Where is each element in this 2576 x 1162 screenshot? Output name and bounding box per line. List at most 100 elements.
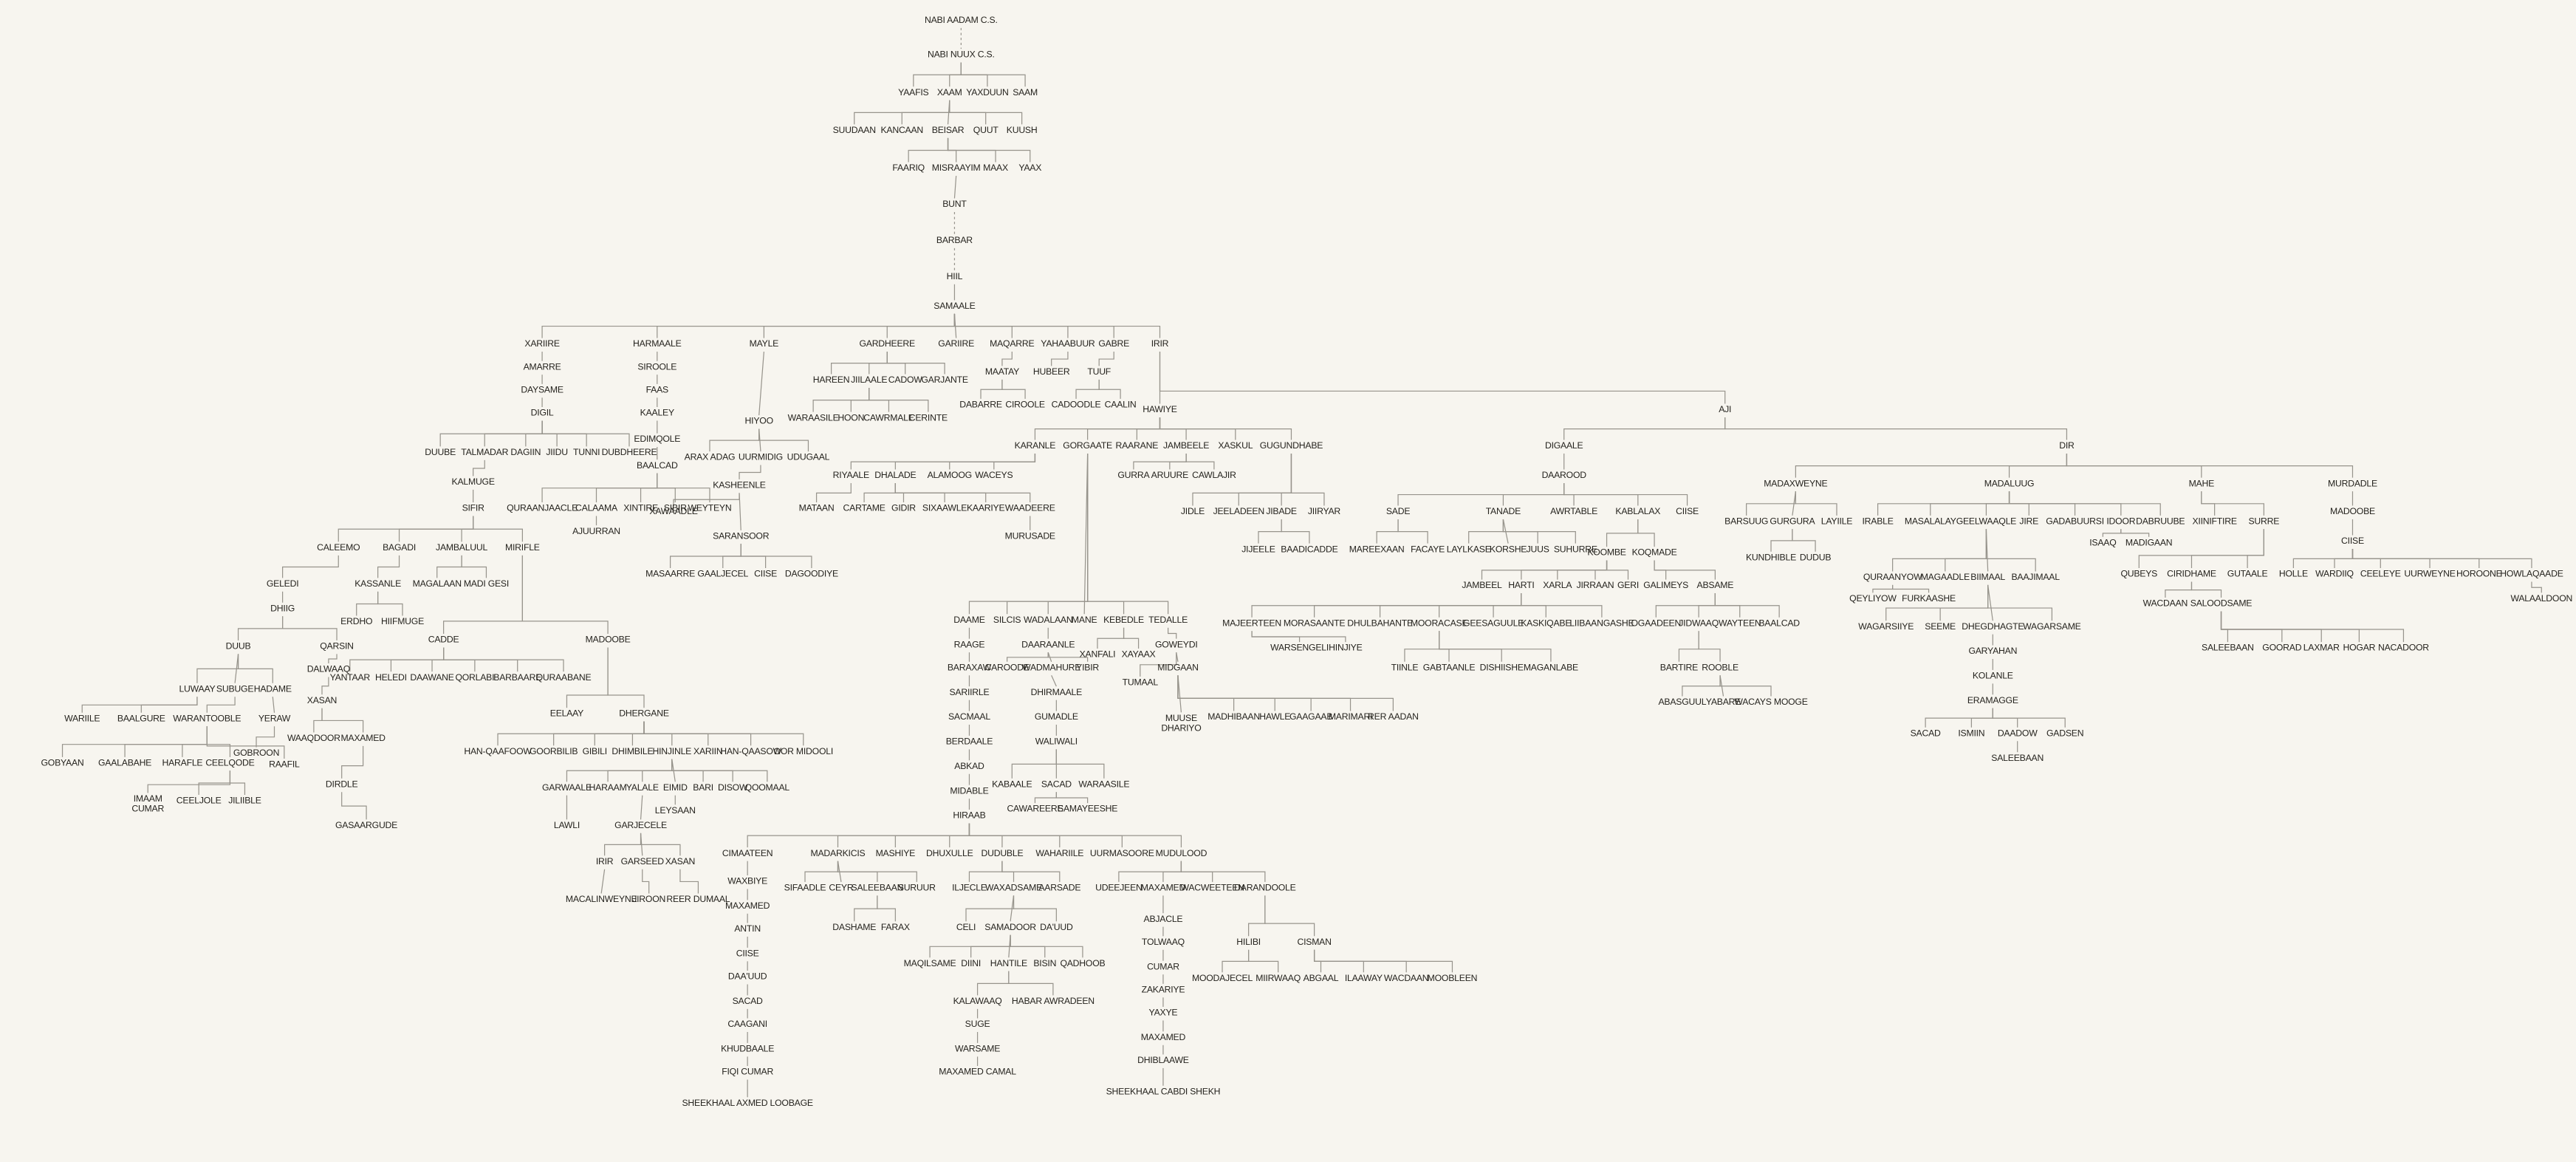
tree-node-yabare: YABARE bbox=[1705, 698, 1741, 708]
tree-node-karanle: KARANLE bbox=[1014, 442, 1056, 452]
tree-node-barsuug: BARSUUG bbox=[1724, 517, 1769, 527]
tree-node-garseed: GARSEED bbox=[620, 858, 665, 868]
tree-node-fiqi_cumar: FIQI CUMAR bbox=[722, 1067, 774, 1079]
tree-node-cadow: CADOW bbox=[888, 376, 922, 386]
tree-node-haraam: HARAAM bbox=[589, 783, 627, 794]
tree-edge-ciise4-howlaqaade bbox=[2351, 548, 2532, 569]
tree-node-mashiye: MASHIYE bbox=[875, 849, 916, 860]
tree-node-raafil: RAAFIL bbox=[269, 760, 300, 771]
tree-edge-xasan1-maxamed1 bbox=[321, 708, 364, 733]
tree-edge-duduble-aarsade bbox=[1001, 861, 1061, 882]
tree-node-dauud2: DA'UUD bbox=[1040, 923, 1073, 934]
tree-edge-daarood-ciise3 bbox=[1563, 483, 1688, 506]
tree-node-maxamed4: MAXAMED bbox=[1140, 1033, 1186, 1044]
tree-edge-darandoole-cisman bbox=[1264, 895, 1315, 937]
tree-edge-tanade-suhurre bbox=[1502, 519, 1576, 544]
tree-edge-kasheenle-saransoor bbox=[739, 493, 741, 530]
tree-node-dhuxulle: DHUXULLE bbox=[926, 849, 973, 860]
tree-edge-samadoor-qadhoob bbox=[1010, 934, 1083, 958]
tree-node-hadame: HADAME bbox=[253, 685, 292, 695]
tree-node-magalaan: MAGALAAN bbox=[412, 580, 462, 590]
tree-node-tuuf: TUUF bbox=[1087, 368, 1111, 378]
tree-node-gugundhabe: GUGUNDHABE bbox=[1259, 442, 1323, 452]
tree-node-koqmade: KOQMADE bbox=[1631, 548, 1677, 559]
tree-edge-hinjinle-qoomaal bbox=[671, 759, 768, 782]
tree-edge-madaluug-dabruube bbox=[2008, 491, 2161, 516]
tree-node-disow: DISOW bbox=[717, 783, 748, 794]
tree-node-silcis: SILCIS bbox=[993, 616, 1021, 626]
tree-node-jiilaale: JIILAALE bbox=[851, 376, 888, 386]
tree-edge-dirdle-gasaargude bbox=[341, 792, 367, 820]
tree-node-qubeys: QUBEYS bbox=[2120, 570, 2158, 581]
tree-node-mirifle: MIRIFLE bbox=[505, 544, 540, 554]
tree-node-xariin: XARIIN bbox=[693, 747, 723, 758]
tree-node-tumaal: TUMAAL bbox=[1122, 678, 1159, 688]
tree-edge-gurgura-dudub bbox=[1792, 529, 1816, 552]
tree-node-suruur: SURUUR bbox=[897, 884, 936, 894]
tree-node-wariile: WARIILE bbox=[64, 714, 100, 725]
tree-node-hawiye: HAWIYE bbox=[1143, 406, 1177, 416]
tree-edge-daaraanle-yibir bbox=[1047, 652, 1089, 662]
tree-node-wagarsiiye: WAGARSIIYE bbox=[1858, 622, 1914, 633]
tree-node-riyaale: RIYAALE bbox=[832, 471, 869, 482]
tree-node-horoone: HOROONE bbox=[2456, 570, 2502, 581]
tree-node-absame: ABSAME bbox=[1696, 581, 1734, 592]
tree-edge-gabre-tuuf bbox=[1098, 352, 1114, 366]
tree-node-irable: IRABLE bbox=[1862, 517, 1894, 527]
tree-node-irir2: IRIR bbox=[595, 858, 614, 868]
tree-node-hiraab: HIRAAB bbox=[953, 811, 986, 822]
tree-node-sacmaal: SACMAAL bbox=[948, 713, 990, 723]
tree-edge-dhiig-qarsin bbox=[282, 616, 338, 640]
tree-node-xasan1: XASAN bbox=[306, 697, 338, 707]
tree-node-madhibaan: MADHIBAAN bbox=[1208, 713, 1260, 723]
tree-edge-madarkicis-suruur bbox=[837, 861, 917, 882]
tree-node-daysame: DAYSAME bbox=[521, 386, 564, 396]
tree-node-caroode: CAROODE bbox=[984, 663, 1030, 674]
tree-node-quraanyow: QURAANYOW bbox=[1863, 573, 1922, 584]
tree-node-qoomaal: QOOMAAL bbox=[744, 783, 790, 794]
tree-edge-jambeele-cawlajir bbox=[1185, 453, 1215, 470]
tree-node-hareen: HAREEN bbox=[812, 376, 850, 386]
tree-node-awrtable: AWRTABLE bbox=[1550, 507, 1598, 518]
tree-node-yaax: YAAX bbox=[1018, 164, 1042, 174]
tree-node-kundhible: KUNDHIBLE bbox=[1745, 553, 1797, 564]
tree-node-daawane: DAAWANE bbox=[410, 673, 454, 684]
tree-node-kaskiqabe: KASKIQABE bbox=[1521, 619, 1572, 629]
tree-node-waliwali: WALIWALI bbox=[1035, 737, 1078, 748]
tree-node-maxamed1: MAXAMED bbox=[340, 734, 386, 745]
tree-edge-sifir-mirifle bbox=[473, 516, 524, 542]
tree-edge-yalale-garjecele bbox=[640, 795, 643, 820]
tree-node-sifir: SIFIR bbox=[462, 504, 484, 515]
tree-edge-cisman-moobleen bbox=[1313, 949, 1453, 973]
tree-node-quut: QUUT bbox=[973, 126, 998, 137]
tree-node-yahaabuur: YAHAABUUR bbox=[1041, 340, 1095, 350]
tree-node-darandoole: DARANDOOLE bbox=[1234, 884, 1296, 894]
tree-node-sifaadle: SIFAADLE bbox=[784, 884, 826, 894]
tree-node-dhimbile: DHIMBILE bbox=[612, 747, 654, 758]
tree-edge-howlaqaade-walaaldoon bbox=[2531, 581, 2542, 593]
tree-edge-waxadsame-dauud2 bbox=[1013, 895, 1057, 922]
tree-node-gaagaab: GAAGAAB bbox=[1289, 713, 1333, 723]
tree-node-gorgaate: GORGAATE bbox=[1063, 442, 1112, 452]
tree-node-madaxweyne: MADAXWEYNE bbox=[1764, 479, 1828, 490]
tree-node-adam: NABI AADAM C.S. bbox=[924, 16, 998, 27]
tree-node-dabruube: DABRUUBE bbox=[2136, 517, 2185, 527]
tree-node-idoor: IDOOR bbox=[2106, 517, 2136, 527]
tree-node-gidir: GIDIR bbox=[891, 504, 916, 515]
tree-node-duube: DUUBE bbox=[425, 448, 456, 459]
tree-node-surre: SURRE bbox=[2248, 517, 2280, 527]
tree-node-maqilsame: MAQILSAME bbox=[903, 959, 956, 970]
tree-node-hiyoo: HIYOO bbox=[744, 417, 774, 428]
tree-edge-hiyoo-udugaal bbox=[758, 428, 809, 452]
tree-node-saloodsame: SALOODSAME bbox=[2190, 599, 2253, 610]
tree-node-lawli: LAWLI bbox=[553, 821, 580, 832]
tree-node-seeme: SEEME bbox=[1925, 622, 1956, 633]
tree-node-hantile: HANTILE bbox=[990, 959, 1027, 970]
tree-node-muuse_dhariyo: MUUSE DHARIYO bbox=[1161, 714, 1202, 735]
tree-node-sheekhaal_cabdi: SHEEKHAAL CABDI SHEKH bbox=[1106, 1087, 1221, 1098]
tree-edge-maxamed1-dirdle bbox=[341, 745, 364, 779]
tree-node-weyteyn: WEYTEYN bbox=[688, 504, 732, 515]
tree-edge-mahe-surre bbox=[2201, 491, 2264, 516]
